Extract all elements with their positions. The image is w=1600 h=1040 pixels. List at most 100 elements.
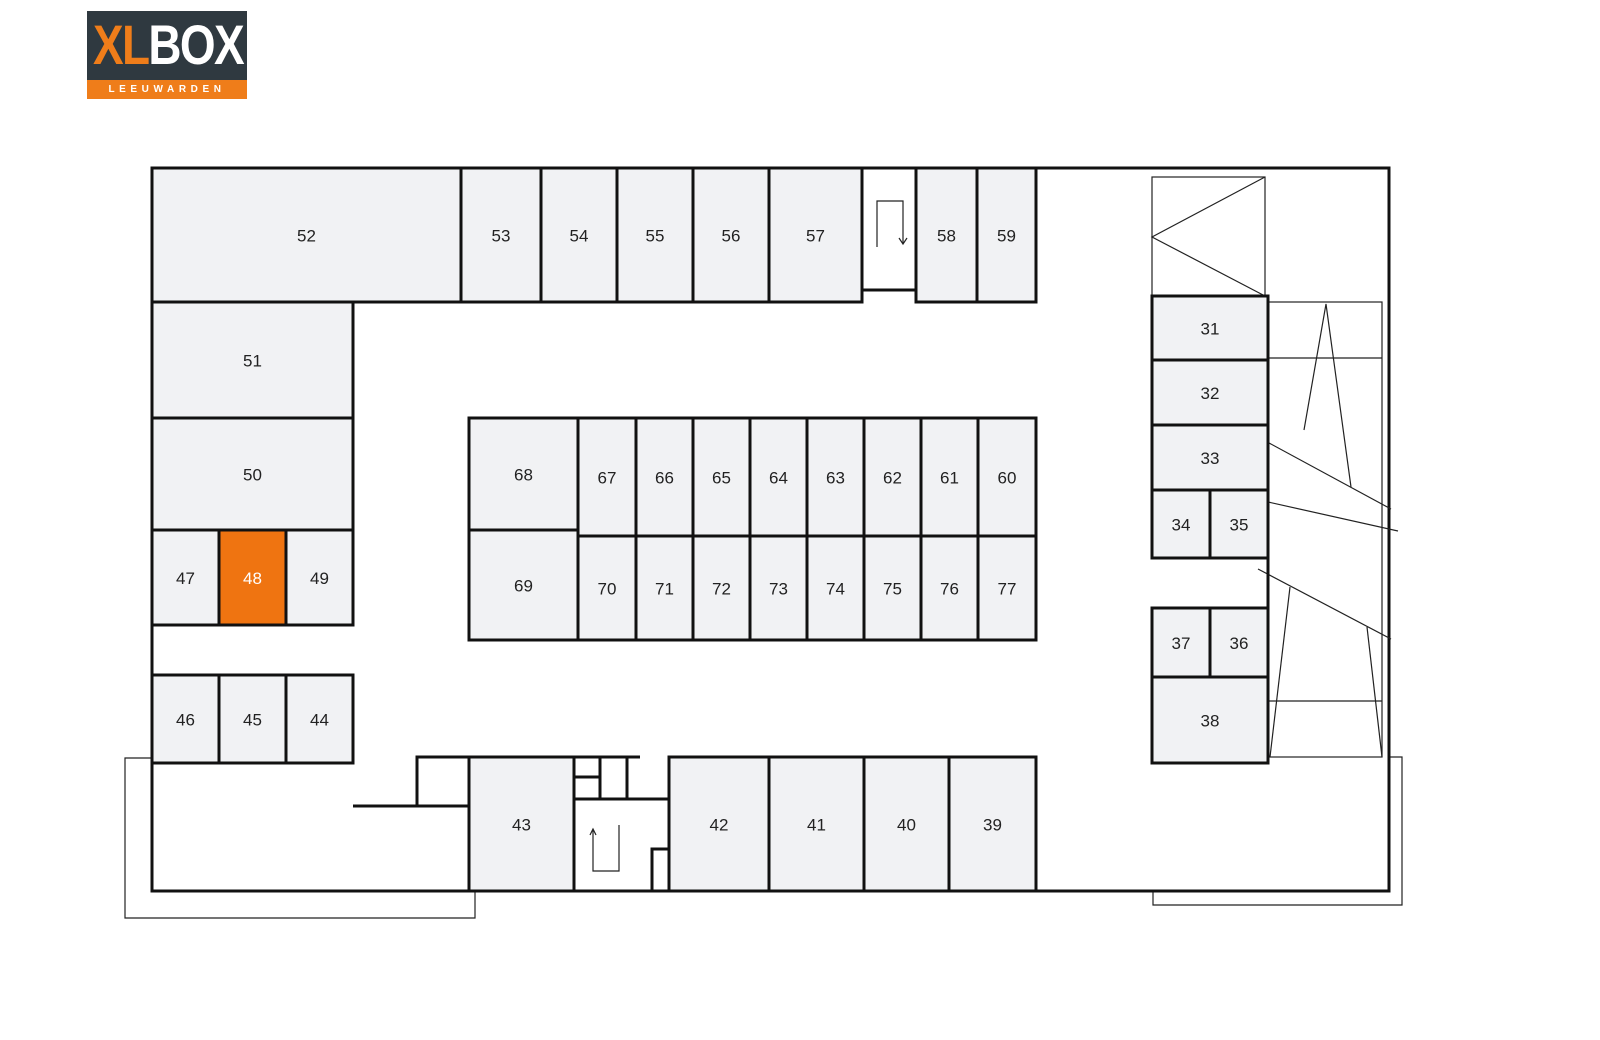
unit-box[interactable] — [150, 528, 221, 627]
unit-label: 55 — [646, 226, 665, 245]
unit-label: 48 — [243, 569, 262, 588]
unit-57[interactable]: 57 — [767, 166, 864, 304]
unit-56[interactable]: 56 — [691, 166, 771, 304]
unit-box[interactable] — [914, 166, 979, 304]
unit-box[interactable] — [1208, 488, 1270, 560]
unit-box[interactable] — [667, 755, 771, 893]
unit-label: 31 — [1201, 319, 1220, 338]
unit-59[interactable]: 59 — [975, 166, 1038, 304]
unit-41[interactable]: 41 — [767, 755, 866, 893]
elevator-top — [860, 166, 918, 292]
unit-51[interactable]: 51 — [150, 300, 355, 420]
unit-75[interactable]: 75 — [862, 534, 923, 642]
unit-33[interactable]: 33 — [1150, 423, 1270, 492]
unit-43[interactable]: 43 — [467, 755, 576, 893]
unit-45[interactable]: 45 — [217, 673, 288, 765]
unit-box[interactable] — [539, 166, 619, 304]
unit-box[interactable] — [1150, 675, 1270, 765]
unit-box[interactable] — [862, 755, 951, 893]
unit-box[interactable] — [467, 755, 576, 893]
unit-74[interactable]: 74 — [805, 534, 866, 642]
unit-72[interactable]: 72 — [691, 534, 752, 642]
unit-54[interactable]: 54 — [539, 166, 619, 304]
unit-50[interactable]: 50 — [150, 416, 355, 532]
unit-53[interactable]: 53 — [459, 166, 543, 304]
unit-49[interactable]: 49 — [284, 528, 355, 627]
unit-box[interactable] — [919, 534, 980, 642]
unit-box[interactable] — [748, 534, 809, 642]
unit-label: 43 — [512, 815, 531, 834]
unit-box[interactable] — [467, 528, 580, 642]
unit-box[interactable] — [976, 534, 1038, 642]
unit-label: 74 — [826, 579, 845, 598]
unit-label: 75 — [883, 579, 902, 598]
unit-label: 54 — [570, 226, 589, 245]
unit-69[interactable]: 69 — [467, 528, 580, 642]
unit-66[interactable]: 66 — [634, 416, 695, 538]
unit-32[interactable]: 32 — [1150, 358, 1270, 427]
unit-73[interactable]: 73 — [748, 534, 809, 642]
unit-36[interactable]: 36 — [1208, 606, 1270, 679]
unit-76[interactable]: 76 — [919, 534, 980, 642]
unit-box[interactable] — [150, 166, 463, 304]
unit-label: 42 — [710, 815, 729, 834]
unit-70[interactable]: 70 — [576, 534, 638, 642]
unit-44[interactable]: 44 — [284, 673, 355, 765]
unit-box[interactable] — [691, 534, 752, 642]
unit-67[interactable]: 67 — [576, 416, 638, 538]
unit-box[interactable] — [805, 416, 866, 538]
unit-box[interactable] — [691, 416, 752, 538]
unit-42[interactable]: 42 — [667, 755, 771, 893]
unit-64[interactable]: 64 — [748, 416, 809, 538]
unit-box[interactable] — [217, 673, 288, 765]
logo-location: LEEUWARDEN — [87, 80, 247, 99]
unit-55[interactable]: 55 — [615, 166, 695, 304]
unit-box[interactable] — [691, 166, 771, 304]
unit-52[interactable]: 52 — [150, 166, 463, 304]
unit-box[interactable] — [284, 673, 355, 765]
unit-62[interactable]: 62 — [862, 416, 923, 538]
unit-38[interactable]: 38 — [1150, 675, 1270, 765]
unit-34[interactable]: 34 — [1150, 488, 1212, 560]
unit-box[interactable] — [150, 673, 221, 765]
unit-box[interactable] — [947, 755, 1038, 893]
unit-label: 58 — [937, 226, 956, 245]
unit-box[interactable] — [1208, 606, 1270, 679]
unit-58[interactable]: 58 — [914, 166, 979, 304]
unit-39[interactable]: 39 — [947, 755, 1038, 893]
unit-65[interactable]: 65 — [691, 416, 752, 538]
unit-box[interactable] — [150, 300, 355, 420]
unit-box[interactable] — [467, 416, 580, 532]
unit-box[interactable] — [1150, 606, 1212, 679]
unit-box[interactable] — [150, 416, 355, 532]
unit-47[interactable]: 47 — [150, 528, 221, 627]
unit-box[interactable] — [975, 166, 1038, 304]
unit-40[interactable]: 40 — [862, 755, 951, 893]
unit-box[interactable] — [862, 534, 923, 642]
unit-61[interactable]: 61 — [919, 416, 980, 538]
unit-box[interactable] — [805, 534, 866, 642]
unit-60[interactable]: 60 — [976, 416, 1038, 538]
unit-label: 33 — [1201, 449, 1220, 468]
unit-77[interactable]: 77 — [976, 534, 1038, 642]
unit-box[interactable] — [1150, 423, 1270, 492]
unit-35[interactable]: 35 — [1208, 488, 1270, 560]
unit-label: 63 — [826, 468, 845, 487]
unit-label: 49 — [310, 569, 329, 588]
unit-label: 65 — [712, 468, 731, 487]
unit-37[interactable]: 37 — [1150, 606, 1212, 679]
unit-box[interactable] — [767, 166, 864, 304]
unit-label: 73 — [769, 579, 788, 598]
unit-46[interactable]: 46 — [150, 673, 221, 765]
unit-63[interactable]: 63 — [805, 416, 866, 538]
unit-label: 61 — [940, 468, 959, 487]
unit-box[interactable] — [1150, 294, 1270, 362]
unit-box[interactable] — [284, 528, 355, 627]
unit-68[interactable]: 68 — [467, 416, 580, 532]
unit-label: 59 — [997, 226, 1016, 245]
unit-71[interactable]: 71 — [634, 534, 695, 642]
unit-box[interactable] — [1150, 488, 1212, 560]
unit-31[interactable]: 31 — [1150, 294, 1270, 362]
unit-box[interactable] — [767, 755, 866, 893]
unit-48[interactable]: 48 — [217, 528, 288, 627]
